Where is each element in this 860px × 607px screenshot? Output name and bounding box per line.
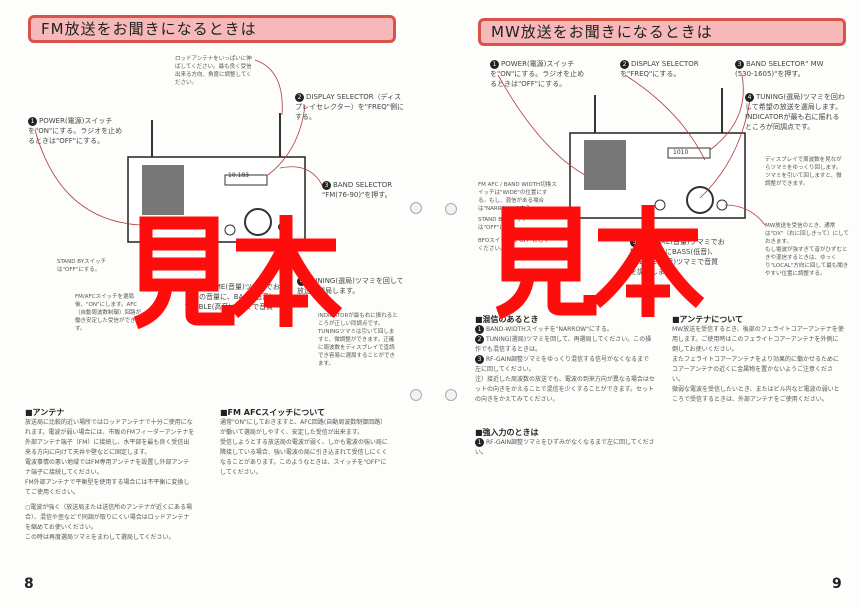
afc-heading: ■FM AFCスイッチについて bbox=[220, 408, 326, 417]
right-radio-display: 1010 bbox=[673, 149, 689, 156]
afc-bandwidth-note: FM AFC / BAND WIDTH切換スイッチは"WIDE"の位置にする。も… bbox=[478, 182, 557, 212]
mw-antenna-heading: ■アンテナについて bbox=[672, 315, 743, 324]
binder-hole bbox=[410, 202, 422, 214]
step-3-text: BAND SELECTOR "FM(76-90)"を押す。 bbox=[322, 181, 393, 199]
strong-input-heading: ■強入力のときは bbox=[475, 428, 539, 437]
step-number-icon: 2 bbox=[475, 335, 484, 344]
mw-dx-local-note: MW放送を受信のとき、通常は"DX"（右に回しきって）にしておきます。 もし電波… bbox=[765, 223, 849, 277]
mw-antenna-body: MW放送を受信するとき、後部のフェライトコアーアンテナを使用します。ご使用時はこ… bbox=[672, 326, 844, 403]
mw-step-1-text: POWER(電源)スイッチを"ON"にする。ラジオを止めるときは"OFF"にする… bbox=[490, 60, 585, 88]
antenna-note: ○電波が強く（放送局または送信所のアンテナが近くにある場合）、混信や歪などで同調… bbox=[25, 504, 192, 541]
step-4-text: TUNING(選局)ツマミを回して放送を選局します。 bbox=[297, 277, 404, 295]
interference-item-text: BAND-WIDTHスイッチを"NARROW"にする。 bbox=[486, 326, 613, 333]
rod-antenna-note: ロッドアンテナをいっぱいに伸ばしてください。最も良く受信出来る方向、角度に調整し… bbox=[175, 56, 252, 86]
right-radio bbox=[569, 88, 746, 219]
antenna-section: ■アンテナ 放送局に比較的近い場所ではロッドアンテナで十分ご使用になれます。電波… bbox=[25, 407, 195, 543]
step-number-icon: 1 bbox=[475, 325, 484, 334]
standby-note: STAND BYスイッチは"OFF"にする。 bbox=[57, 259, 107, 273]
indicator-note: INDICATORが最も右に振れるところが正しい同調点です。TUNINGツマミは… bbox=[318, 313, 398, 367]
left-radio bbox=[127, 113, 306, 243]
bfo-note: BFOスイッチは"OFF"にしてください。 bbox=[478, 238, 549, 252]
leader-lines bbox=[34, 59, 766, 226]
page-number-left: 8 bbox=[24, 576, 34, 592]
mw-antenna-section: ■アンテナについて MW放送を受信するとき、後部のフェライトコアーアンテナを使用… bbox=[672, 314, 844, 405]
step-number-icon: 4 bbox=[745, 93, 754, 102]
strong-input-item-text: RF-GAIN調整ツマミをひずみがなくなるまで左に回してください。 bbox=[475, 439, 655, 456]
step-number-icon: 1 bbox=[475, 438, 484, 447]
binder-hole bbox=[445, 203, 457, 215]
left-radio-display: 10.183 bbox=[228, 172, 249, 179]
interference-heading: ■混信のあるとき bbox=[475, 315, 539, 324]
step-number-icon: 4 bbox=[297, 277, 306, 286]
step-number-icon: 3 bbox=[735, 60, 744, 69]
right-page-title: MW放送をお聞きになるときは bbox=[478, 18, 846, 46]
step-number-icon: 5 bbox=[185, 283, 194, 292]
page-number-right: 9 bbox=[832, 576, 842, 592]
binder-hole bbox=[410, 389, 422, 401]
mw-step-4-text: TUNING(選局)ツマミを回わして希望の放送を選局します。INDICATORが… bbox=[745, 93, 845, 131]
step-number-icon: 1 bbox=[28, 117, 37, 126]
afc-body: 通常"ON"にしておきますと、AFC回路(自動周波数制御回路）が働いて選局がしや… bbox=[220, 419, 388, 476]
step-number-icon: 1 bbox=[490, 60, 499, 69]
binder-hole bbox=[445, 389, 457, 401]
afc-note: FM/AFCスイッチを選局後、"ON"にします。AFC（自動周波数制御）回路が働… bbox=[75, 294, 142, 332]
step-number-icon: 3 bbox=[322, 181, 331, 190]
mw-step-5-text: VOLUME(音量)ツマミでお好みの音量にBASS(低音)、TREBLE(高音)… bbox=[630, 238, 725, 276]
step-number-icon: 2 bbox=[295, 93, 304, 102]
step-1-text: POWER(電源)スイッチを"ON"にする。ラジオを止めるときは"OFF"にする… bbox=[28, 117, 123, 145]
step-5-text: VOLUME(音量)ツマミでお好みの音量に、BASS(低音)、TREBLE(高音… bbox=[185, 283, 280, 321]
mw-step-3-text: BAND SELECTOR" MW (530-1605)"を押す。 bbox=[735, 60, 824, 78]
mw-step-2-text: DISPLAY SELECTORを"FREQ"にする。 bbox=[620, 60, 699, 78]
left-page-title: FM放送をお聞きになるときは bbox=[28, 15, 396, 43]
antenna-heading: ■アンテナ bbox=[25, 408, 65, 417]
step-2-text: DISPLAY SELECTOR（ディスプレイセレクター）を"FREQ"側にする… bbox=[295, 93, 404, 121]
step-number-icon: 5 bbox=[630, 238, 639, 247]
interference-item-text: RF-GAIN調整ツマミをゆっくり混信する信号がなくなるまで左に回してください。 bbox=[475, 356, 650, 373]
step-number-icon: 3 bbox=[475, 355, 484, 364]
interference-note: 注）接近した周波数の放送でも、電波の到来方向が異なる場合はセットの向きをかえるこ… bbox=[475, 376, 655, 403]
step-number-icon: 2 bbox=[620, 60, 629, 69]
mw-tuning-note: ディスプレイで周波数を見ながらツマミをゆっくり回します。ツマミを引いて回しますと… bbox=[765, 157, 842, 187]
antenna-body: 放送局に比較的近い場所ではロッドアンテナで十分ご使用になれます。電波が弱い場合に… bbox=[25, 419, 195, 496]
interference-item-text: TUNING(選局)ツマミを回して、再選局してください。この操作でも混信するとき… bbox=[475, 336, 652, 353]
mw-standby-note: STAND BYスイッチは"OFF"にする。 bbox=[478, 217, 528, 231]
afc-section: ■FM AFCスイッチについて 通常"ON"にしておきますと、AFC回路(自動周… bbox=[220, 407, 390, 478]
